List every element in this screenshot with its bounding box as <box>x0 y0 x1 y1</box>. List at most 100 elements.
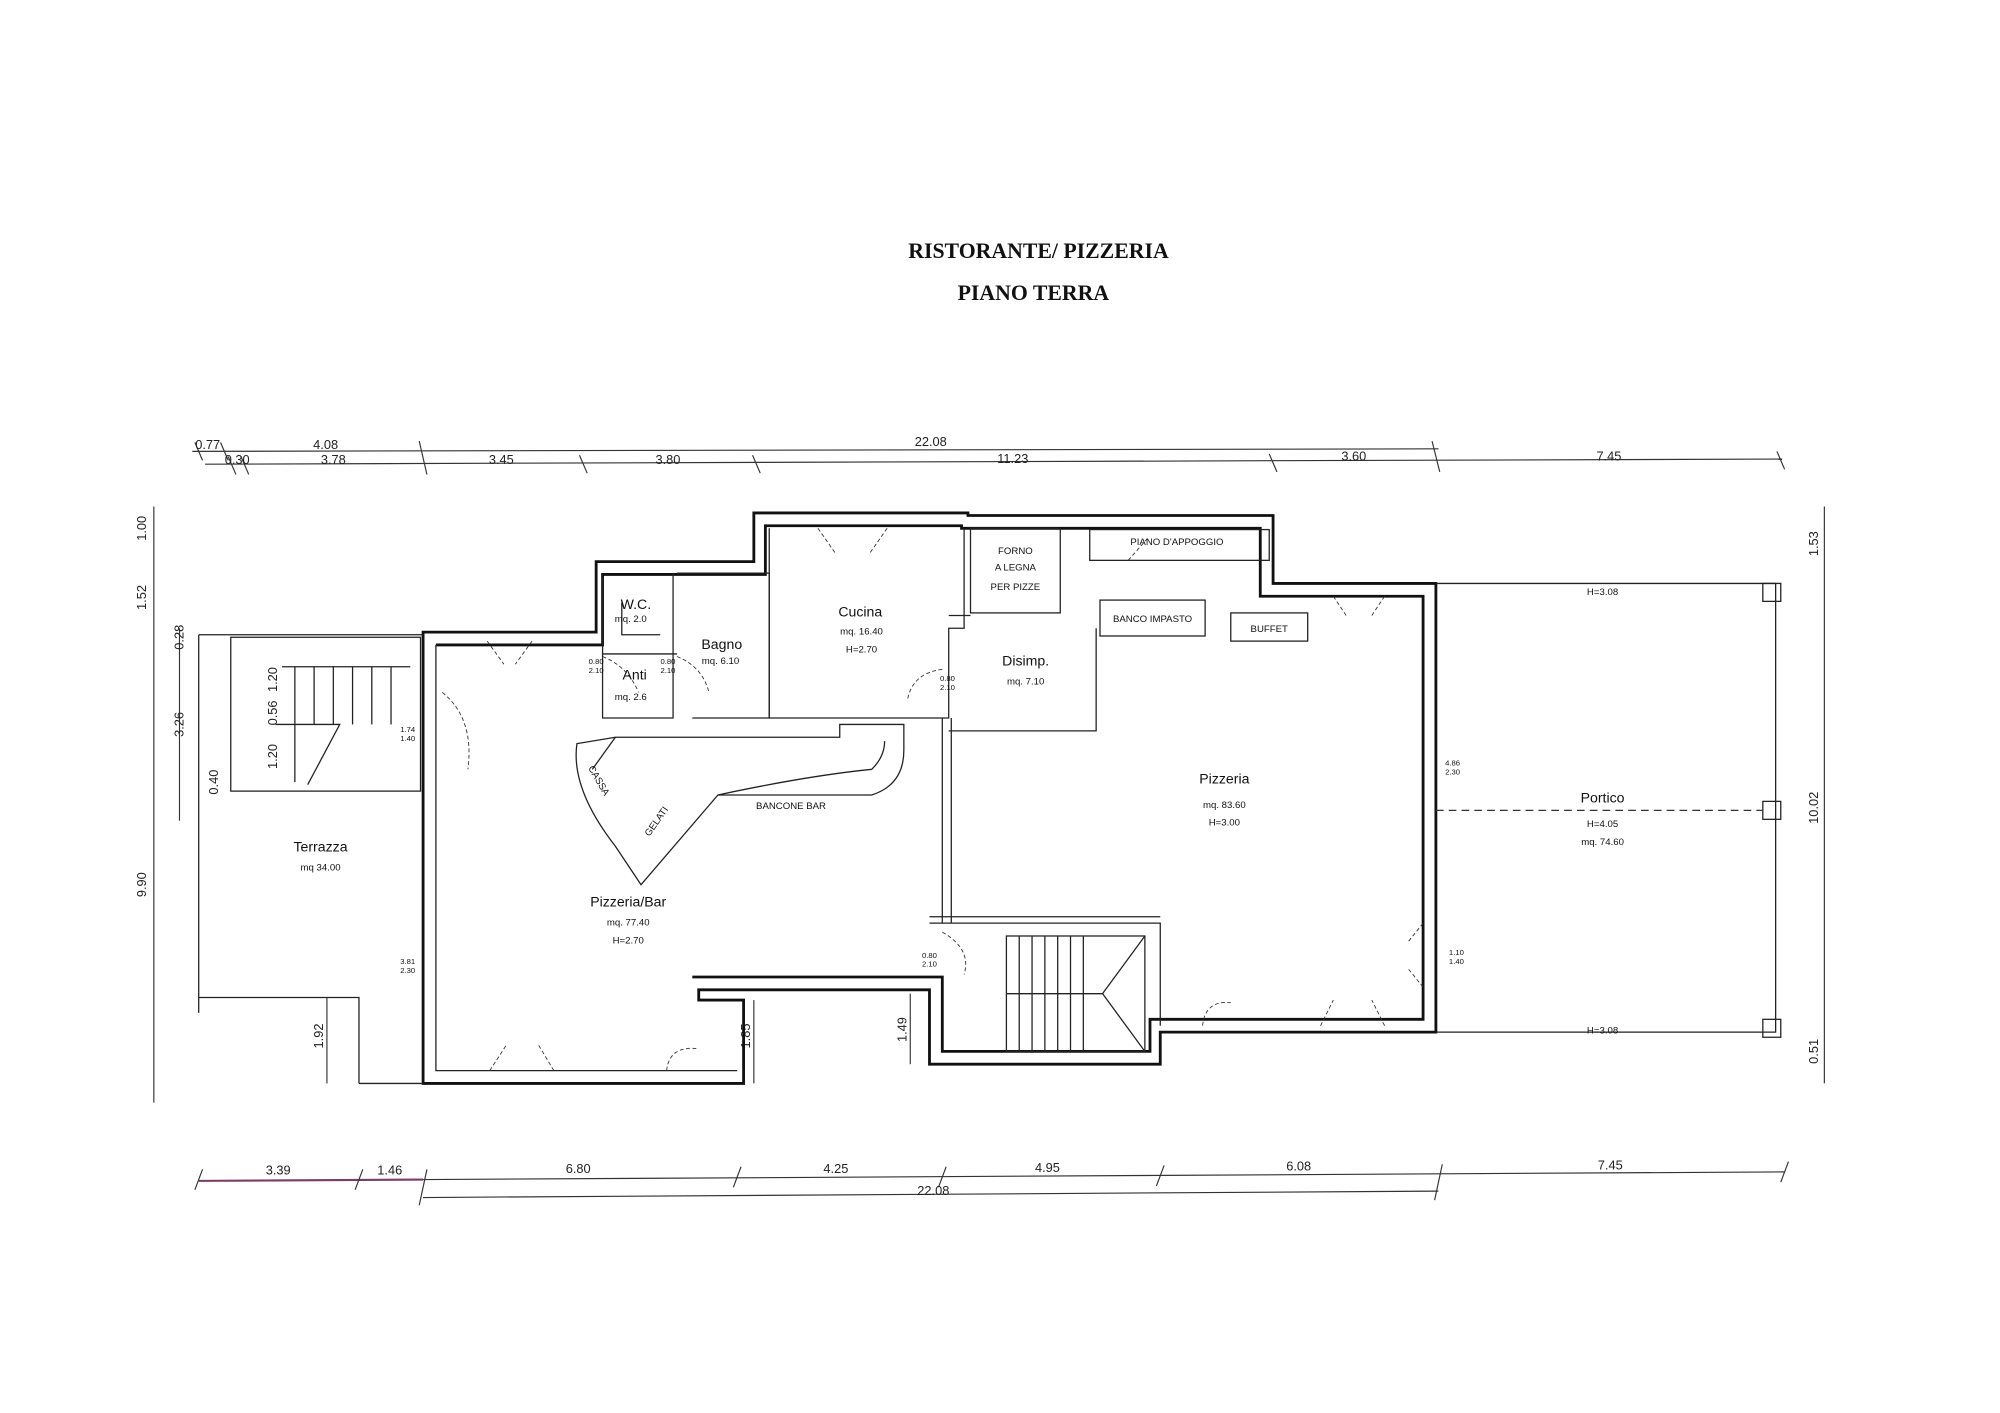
right-dimensions: 1.53 10.02 0.51 <box>1806 506 1825 1084</box>
room-area: mq. 16.40 <box>840 627 883 638</box>
banco-impasto-label: BANCO IMPASTO <box>1113 614 1193 625</box>
room-cucina: Cucina mq. 16.40 H=2.70 <box>838 604 883 656</box>
forno-label: FORNO <box>998 546 1033 557</box>
opening-height: 2.10 <box>940 683 955 692</box>
room-pizzeria-bar: Pizzeria/Bar mq. 77.40 H=2.70 <box>590 894 666 947</box>
room-name: Pizzeria/Bar <box>590 894 666 910</box>
opening-width: 0.80 <box>589 657 604 666</box>
portico-height-top: H=3.08 <box>1587 587 1618 598</box>
opening-width: 1.10 <box>1449 948 1464 957</box>
room-area: mq. 74.60 <box>1581 837 1624 848</box>
room-wc: W.C. mq. 2.0 <box>615 596 651 625</box>
dim-bottom: 6.08 <box>1286 1159 1311 1174</box>
dim-top-lower: 11.23 <box>997 451 1028 466</box>
dim-bottom: 4.25 <box>823 1161 848 1176</box>
room-name: W.C. <box>621 596 652 612</box>
dim-left-inner: 3.26 <box>171 712 186 737</box>
opening-height: 2.30 <box>1445 767 1460 776</box>
room-name: Portico <box>1581 790 1625 806</box>
room-area: mq. 2.0 <box>615 614 647 625</box>
dim-left: 1.52 <box>134 585 149 610</box>
dim-vertical: 1.92 <box>311 1024 326 1049</box>
gelati-label: GELATI <box>643 805 671 839</box>
opening-height: 1.40 <box>1449 957 1464 966</box>
opening-width: 1.74 <box>400 725 416 734</box>
dim-top-lower: 7.45 <box>1597 448 1622 463</box>
opening-height: 2.10 <box>589 666 604 675</box>
room-height: H=4.05 <box>1587 819 1618 830</box>
room-name: Bagno <box>701 636 742 652</box>
dim-top-lower: 3.45 <box>489 452 514 467</box>
dim-bottom: 6.80 <box>566 1161 591 1176</box>
room-area: mq. 7.10 <box>1007 677 1044 688</box>
opening-width: 0.80 <box>940 674 955 683</box>
dim-left: 1.00 <box>134 516 149 541</box>
bancone-bar-label: BANCONE BAR <box>756 801 826 812</box>
plan-subtitle: PIANO TERRA <box>958 281 1110 305</box>
walls <box>198 511 1782 1085</box>
dim-stair: 1.20 <box>265 667 280 692</box>
dim-bottom: 3.39 <box>266 1162 291 1177</box>
dim-top-upper: 0.77 <box>195 437 220 452</box>
room-area: mq. 2.6 <box>615 692 647 703</box>
dim-right: 1.53 <box>1806 531 1821 556</box>
opening-height: 1.40 <box>400 734 415 743</box>
dim-vertical: 1.49 <box>894 1017 909 1042</box>
dim-bottom: 1.46 <box>377 1162 402 1177</box>
dim-left-inner: 0.28 <box>171 625 186 650</box>
dim-vertical: 1.85 <box>738 1024 753 1049</box>
room-name: Pizzeria <box>1199 770 1249 786</box>
dim-top-lower: 3.80 <box>655 452 680 467</box>
buffet-label: BUFFET <box>1251 624 1288 635</box>
opening-width: 3.81 <box>400 957 415 966</box>
room-disimp: Disimp. mq. 7.10 <box>1002 652 1049 687</box>
dim-top-lower: 0.30 <box>225 452 250 467</box>
doors <box>442 528 1424 1071</box>
stair-left <box>275 666 411 786</box>
dim-left-inner: 0.40 <box>206 770 221 795</box>
dim-left: 9.90 <box>134 872 149 897</box>
room-height: H=2.70 <box>613 936 644 947</box>
stair-right <box>1005 935 1146 1053</box>
forno-label: PER PIZZE <box>991 582 1041 593</box>
room-area: mq 34.00 <box>300 863 340 874</box>
dimension-ticks <box>194 440 1786 475</box>
opening-height: 2.10 <box>660 666 675 675</box>
room-name: Terrazza <box>293 838 347 854</box>
opening-labels: 0.80 2.10 0.80 2.10 0.80 2.10 0.80 2.10 … <box>400 657 1464 975</box>
dim-bottom: 7.45 <box>1598 1157 1623 1172</box>
opening-height: 2.10 <box>922 960 937 969</box>
opening-width: 0.80 <box>922 951 937 960</box>
room-area: mq. 83.60 <box>1203 800 1246 811</box>
room-area: mq. 77.40 <box>607 918 650 929</box>
room-bagno: Bagno mq. 6.10 <box>701 636 742 667</box>
room-height: H=3.00 <box>1209 818 1240 829</box>
room-terrazza: Terrazza mq 34.00 <box>293 838 347 873</box>
dim-bottom: 4.95 <box>1035 1160 1060 1175</box>
plan-title: RISTORANTE/ PIZZERIA <box>908 239 1169 263</box>
room-name: Anti <box>622 667 646 683</box>
lower-vertical-dimensions: 1.92 1.85 1.49 <box>311 993 911 1084</box>
left-dimensions: 1.00 1.52 9.90 0.28 3.26 0.40 1.20 0.56 … <box>134 506 280 1103</box>
dim-right: 0.51 <box>1806 1039 1821 1064</box>
portico-height-bottom: H=3.08 <box>1587 1025 1618 1036</box>
dim-bottom-total: 22.08 <box>917 1183 949 1198</box>
dim-stair: 1.20 <box>265 744 280 769</box>
room-height: H=2.70 <box>846 645 877 656</box>
room-name: Cucina <box>838 604 882 620</box>
opening-width: 4.86 <box>1445 758 1460 767</box>
opening-height: 2.30 <box>400 966 415 975</box>
fixtures: FORNO A LEGNA PER PIZZE PIANO D'APPOGGIO… <box>585 537 1288 839</box>
room-portico: Portico H=4.05 mq. 74.60 H=3.08 H=3.08 <box>1581 587 1625 1036</box>
top-dimensions: 0.77 4.08 22.08 0.30 3.78 3.45 3.80 11.2… <box>192 434 1786 475</box>
cassa-label: CASSA <box>585 764 611 798</box>
room-anti: Anti mq. 2.6 <box>615 667 647 704</box>
piano-appoggio-label: PIANO D'APPOGGIO <box>1130 537 1224 548</box>
opening-width: 0.80 <box>660 657 675 666</box>
dimension-ticks <box>194 1161 1790 1206</box>
room-area: mq. 6.10 <box>702 656 739 667</box>
bottom-dimensions: 3.39 1.46 6.80 4.25 4.95 6.08 7.45 22.08 <box>194 1157 1790 1206</box>
dim-top-lower: 3.60 <box>1341 448 1366 463</box>
room-pizzeria: Pizzeria mq. 83.60 H=3.00 <box>1199 770 1249 828</box>
